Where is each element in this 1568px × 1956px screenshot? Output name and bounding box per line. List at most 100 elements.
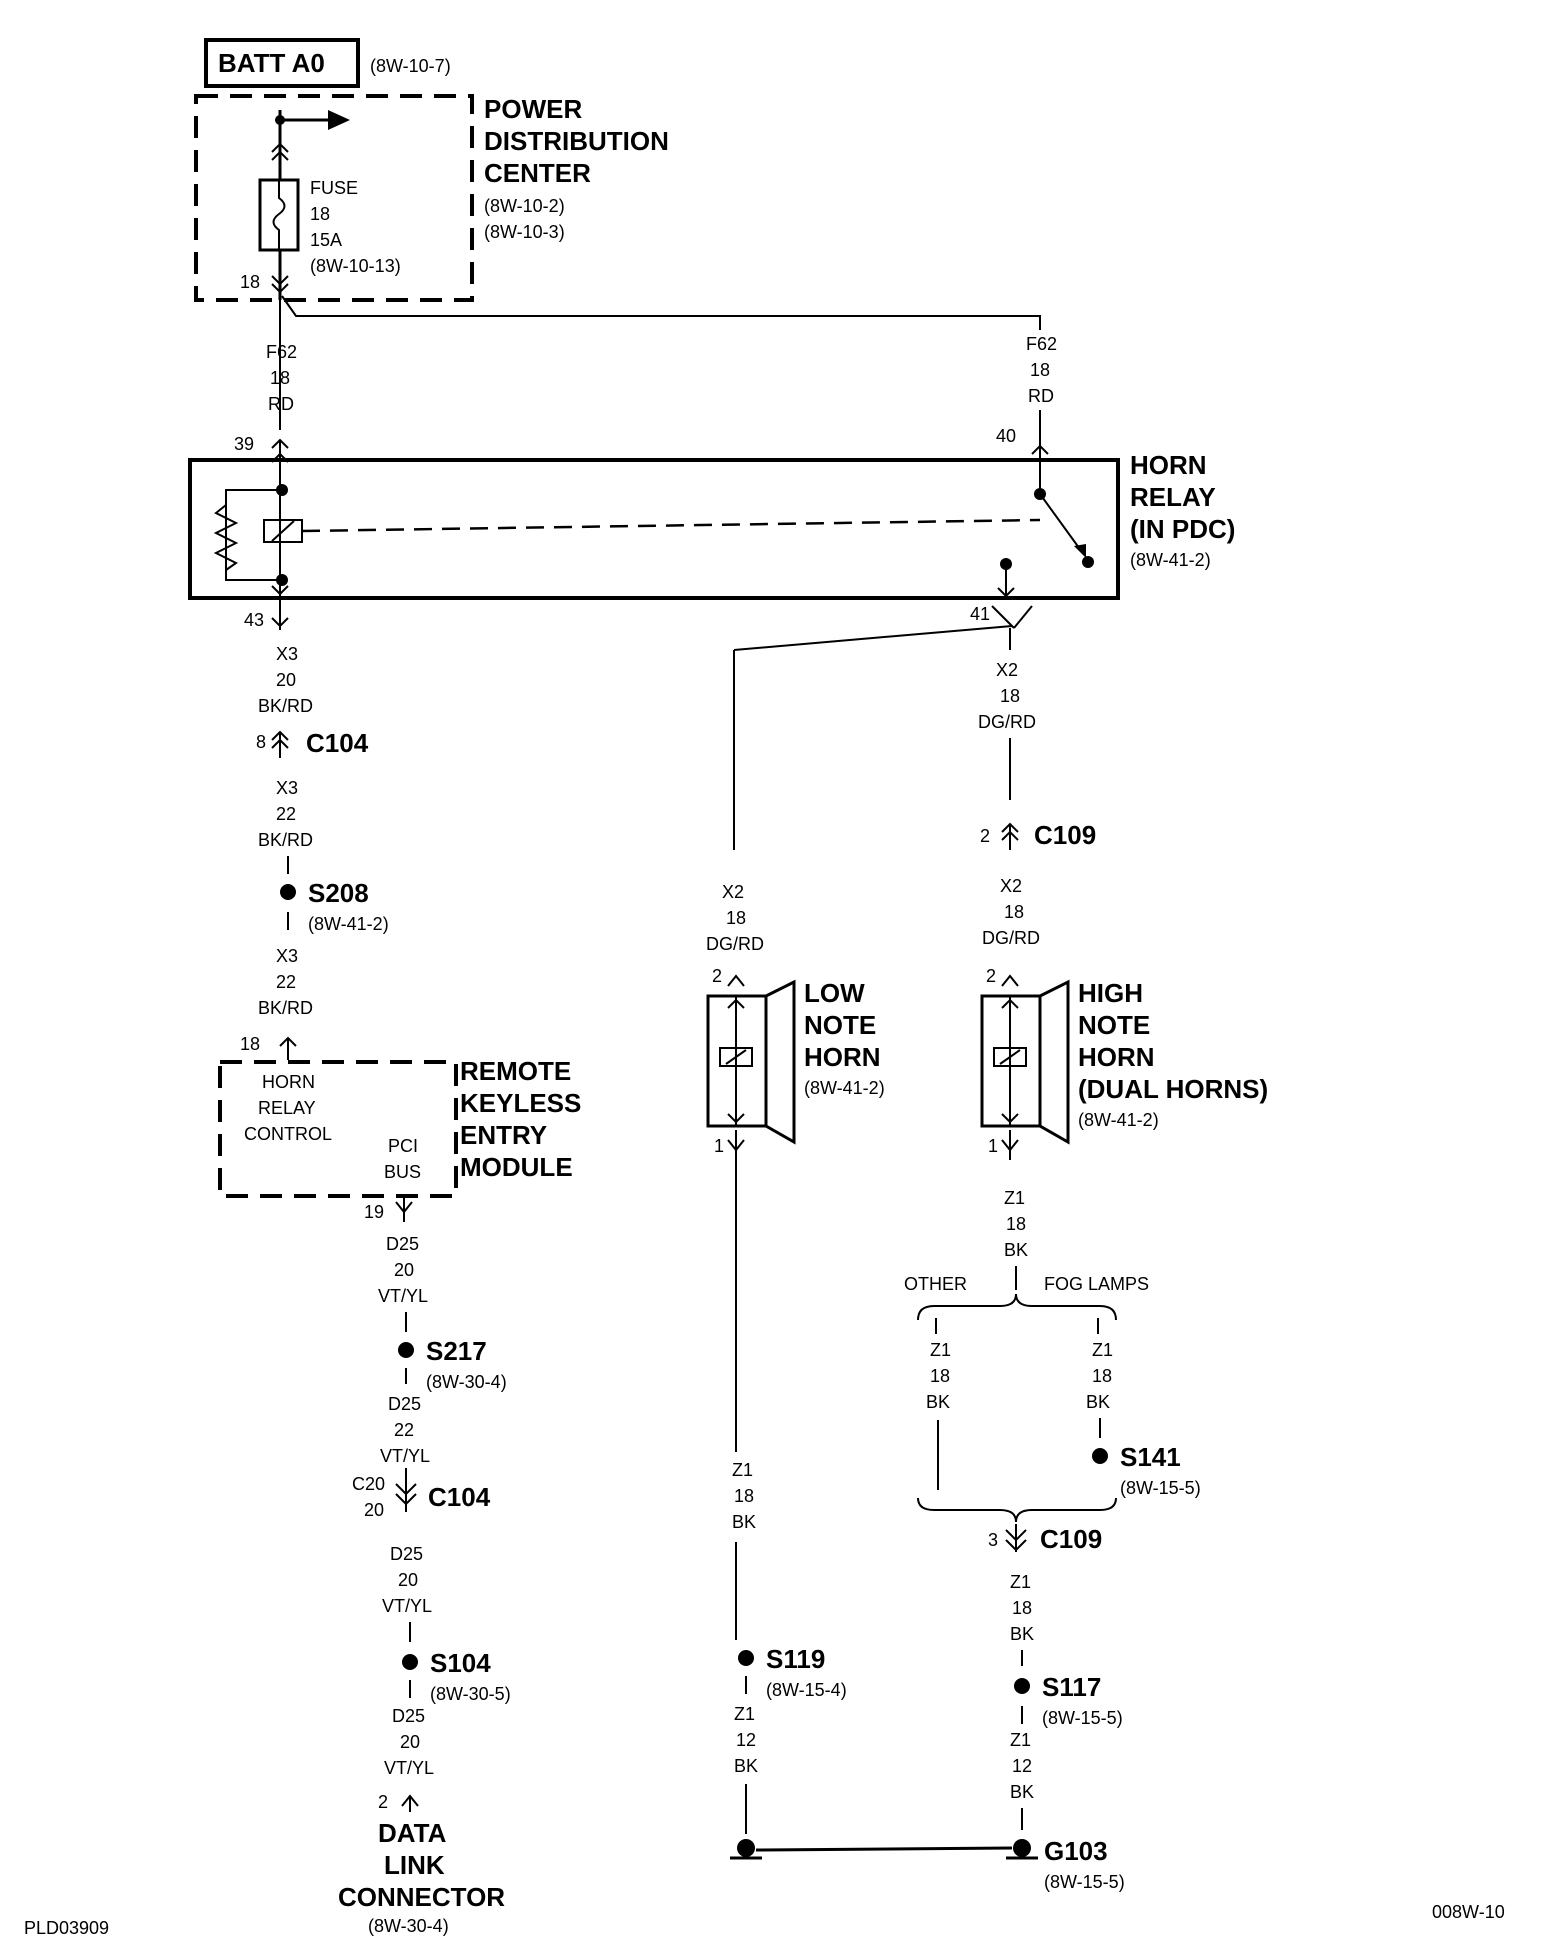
high-note-horn-symbol [980, 974, 1070, 1160]
d25-b-color: VT/YL [380, 1446, 430, 1466]
low-horn-ref: (8W-41-2) [804, 1078, 885, 1098]
pdc-title-1: POWER [484, 94, 582, 124]
s208-name: S208 [308, 878, 369, 908]
relay-pin-43: 43 [244, 610, 264, 630]
s119-ref: (8W-15-4) [766, 1680, 847, 1700]
s104-name: S104 [430, 1648, 491, 1678]
high-horn-title-1: HIGH [1078, 978, 1143, 1008]
rke-bus: BUS [384, 1162, 421, 1182]
relay-pin-41: 41 [970, 604, 990, 624]
low-horn-title-1: LOW [804, 978, 865, 1008]
s217-splice [398, 1342, 414, 1358]
relay-title-3: (IN PDC) [1130, 514, 1235, 544]
c109-top-pin: 2 [980, 826, 990, 846]
s217-ref: (8W-30-4) [426, 1372, 507, 1392]
high-horn-ref: (8W-41-2) [1078, 1110, 1159, 1130]
s117-splice [1014, 1678, 1030, 1694]
f62-right-gauge: 18 [1030, 360, 1050, 380]
d25-d-color: VT/YL [384, 1758, 434, 1778]
c109-bottom-pin: 3 [988, 1530, 998, 1550]
x3-b-circuit: X3 [276, 778, 298, 798]
rke-boundary [218, 1060, 458, 1198]
c104-bottom-pin-2: 20 [364, 1500, 384, 1520]
low-horn-title-2: NOTE [804, 1010, 876, 1040]
low-horn-pin-2: 2 [712, 966, 722, 986]
x2-high-gauge: 18 [1004, 902, 1024, 922]
c104-bottom-connector [395, 1468, 417, 1512]
relay-pin-40: 40 [996, 426, 1016, 446]
z1-s119-gauge: 12 [736, 1730, 756, 1750]
rke-pci: PCI [388, 1136, 418, 1156]
z1-c109-color: BK [1010, 1624, 1034, 1644]
dlc-ref: (8W-30-4) [368, 1916, 449, 1936]
c104-top-connector [271, 730, 289, 758]
footer-page-id: 008W-10 [1432, 1902, 1505, 1922]
x2-right-circuit: X2 [996, 660, 1018, 680]
z1-high-gauge: 18 [1006, 1214, 1026, 1234]
d25-b-circuit: D25 [388, 1394, 421, 1414]
s104-ref: (8W-30-5) [430, 1684, 511, 1704]
high-horn-pin-2: 2 [986, 966, 996, 986]
d25-a-color: VT/YL [378, 1286, 428, 1306]
pdc-pin-18: 18 [240, 272, 260, 292]
z1-high-circuit: Z1 [1004, 1188, 1025, 1208]
s208-ref: (8W-41-2) [308, 914, 389, 934]
batt-box [204, 38, 360, 88]
x2-right-color: DG/RD [978, 712, 1036, 732]
f62-left-circuit: F62 [266, 342, 297, 362]
footer-drawing-id: PLD03909 [24, 1918, 109, 1938]
s119-name: S119 [766, 1644, 825, 1674]
split-fog-lamps: FOG LAMPS [1044, 1274, 1149, 1294]
fuse-number: 18 [310, 204, 330, 224]
x2-right-gauge: 18 [1000, 686, 1020, 706]
split-brace [917, 1293, 1117, 1321]
x2-low-gauge: 18 [726, 908, 746, 928]
batt-bus-node [271, 110, 350, 180]
z1-low-color: BK [732, 1512, 756, 1532]
z1-low-label-bg [720, 1452, 756, 1542]
pdc-boundary [194, 94, 474, 302]
fuse-ref: (8W-10-13) [310, 256, 401, 276]
c104-bottom-name: C104 [428, 1482, 491, 1512]
x3-a-circuit: X3 [276, 644, 298, 664]
d25-a-gauge: 20 [394, 1260, 414, 1280]
z1-other-color: BK [926, 1392, 950, 1412]
dlc-title-3: CONNECTOR [338, 1882, 505, 1912]
x3-c-gauge: 22 [276, 972, 296, 992]
z1-low-gauge: 18 [734, 1486, 754, 1506]
low-horn-pin-1: 1 [714, 1136, 724, 1156]
z1-other-circuit: Z1 [930, 1340, 951, 1360]
d25-c-circuit: D25 [390, 1544, 423, 1564]
c109-top-connector [1001, 822, 1019, 850]
z1-fog-color: BK [1086, 1392, 1110, 1412]
relay-ref: (8W-41-2) [1130, 550, 1211, 570]
rke-title-1: REMOTE [460, 1056, 571, 1086]
x3-a-color: BK/RD [258, 696, 313, 716]
s117-name: S117 [1042, 1672, 1101, 1702]
rke-pin-19-label: 19 [364, 1202, 384, 1222]
f62-left-color: RD [268, 394, 294, 414]
relay-switch [997, 444, 1094, 600]
dlc-title-2: LINK [384, 1850, 445, 1880]
z1-s119-color: BK [734, 1756, 758, 1776]
merge-brace [917, 1497, 1117, 1523]
z1-other-gauge: 18 [930, 1366, 950, 1386]
d25-d-circuit: D25 [392, 1706, 425, 1726]
x3-b-color: BK/RD [258, 830, 313, 850]
relay-pin-39: 39 [234, 434, 254, 454]
wire-f62-crossover [281, 295, 1041, 330]
c104-bottom-pin-1: C20 [352, 1474, 385, 1494]
split-other: OTHER [904, 1274, 967, 1294]
x3-a-gauge: 20 [276, 670, 296, 690]
s141-ref: (8W-15-5) [1120, 1478, 1201, 1498]
c104-top-name: C104 [306, 728, 369, 758]
pdc-title-2: DISTRIBUTION [484, 126, 669, 156]
pdc-ref-1: (8W-10-2) [484, 196, 565, 216]
rke-pin-19 [395, 1196, 413, 1222]
rke-pin-18 [279, 1036, 297, 1060]
c109-bottom-connector [1005, 1524, 1027, 1552]
rke-pin-18-label: 18 [240, 1034, 260, 1054]
z1-s117-circuit: Z1 [1010, 1730, 1031, 1750]
d25-c-color: VT/YL [382, 1596, 432, 1616]
s208-splice [280, 884, 296, 900]
